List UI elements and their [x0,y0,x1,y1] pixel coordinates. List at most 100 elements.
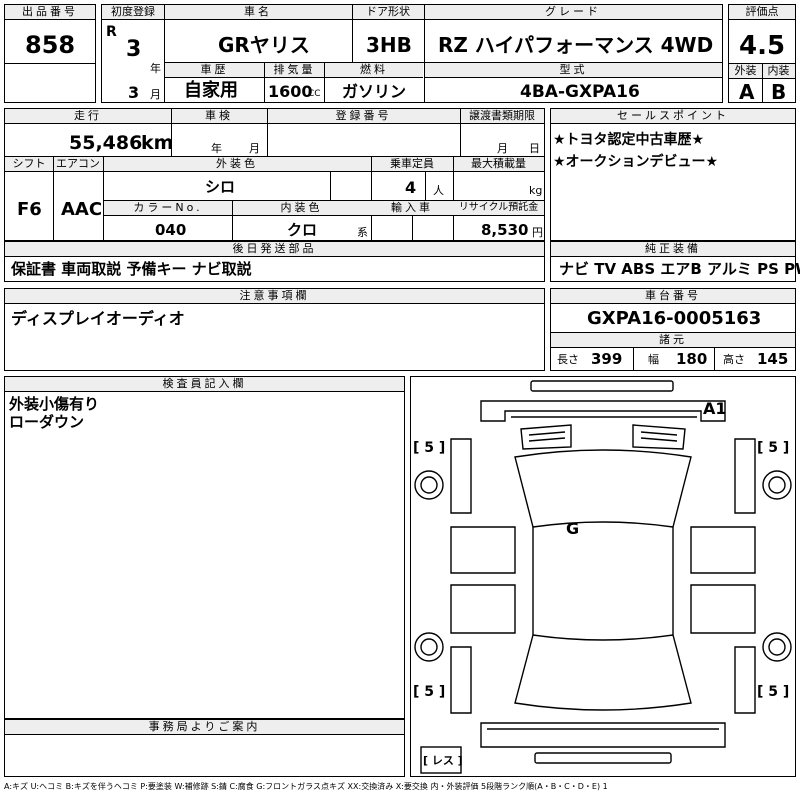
history-header: 車歴 [165,63,264,78]
chassis-header: 車台番号 [551,289,795,304]
inspector-note-2: ローダウン [9,413,85,431]
damage-diagram-box: A1 G [ 5 ] [ 5 ] [ 5 ] [ 5 ] [ レス ] [410,376,796,777]
inspector-note-1: 外装小傷有り [9,395,100,413]
notes-box: 注意事項欄 ディスプレイオーディオ [4,288,545,371]
reg-month: 3 [128,83,140,102]
equipment-box: 純正装備 ナビ TV ABS エアB アルミ PS PW [550,241,800,282]
interior-grade: B [771,80,787,104]
recycle-unit: 円 [532,226,543,239]
load-unit: kg [529,184,543,197]
color-no-header: カラーNo. [104,201,232,216]
color-no: 040 [155,221,187,239]
aircon-header: エアコン [53,157,103,172]
grade: RZ ハイパフォーマンス 4WD [438,33,714,57]
shift-header: シフト [5,157,53,172]
insp-month-unit: 月 [249,142,260,155]
first-reg-header: 初度登録 [102,5,164,20]
model-code-header: 型式 [425,63,722,78]
recycle-header: リサイクル預託金 [453,201,544,216]
mileage-unit: km [141,132,174,154]
int-color: クロ [287,221,318,239]
capacity: 4 [405,178,417,197]
notes-header: 注意事項欄 [5,289,544,304]
ext-color: シロ [205,178,236,196]
score-header: 評価点 [729,5,795,20]
fuel: ガソリン [342,82,407,101]
lot-number-box: 出品番号 858 [4,4,96,103]
deadline-day-unit: 日 [529,142,540,155]
lot-number: 858 [25,31,76,59]
sales-points-header: セールスポイント [551,109,795,124]
chassis-box: 車台番号 GXPA16-0005163 諸元 長さ 399 幅 180 高さ 1… [550,288,796,371]
inspection-header: 車検 [171,109,267,124]
lot-number-header: 出品番号 [5,5,95,20]
displacement-unit: CC [308,89,321,99]
tire-fr-score: [ 5 ] [757,440,790,456]
interior-header: 内装 [762,64,795,79]
history: 自家用 [184,80,238,101]
capacity-unit: 人 [433,184,444,197]
sales-points-box: セールスポイント ★トヨタ認定中古車歴★ ★オークションデビュー★ [550,108,796,241]
score: 4.5 [739,31,786,61]
int-color-unit: 系 [357,226,368,239]
month-unit: 月 [150,88,161,101]
reg-year: 3 [126,37,142,62]
displacement-header: 排気量 [265,63,324,78]
displacement: 1600 [268,82,313,101]
tire-rl-score: [ 5 ] [413,684,446,700]
damage-mark-a1: A1 [703,399,727,418]
car-outline-diagram [414,380,792,774]
deadline-month-unit: 月 [497,142,508,155]
equipment: ナビ TV ABS エアB アルミ PS PW [559,260,800,278]
inspector-box: 検査員記入欄 外装小傷有り ローダウン [4,376,405,719]
door-type-header: ドア形状 [352,5,424,20]
car-name-header: 車名 [164,5,352,20]
height: 145 [757,350,789,368]
later-parts-header: 後日発送部品 [5,242,544,257]
width: 180 [676,350,708,368]
main-spec-box: 初度登録 車名 ドア形状 グレード R 3 年 3 月 GRヤリス 3HB RZ… [101,4,723,103]
int-color-header: 内装色 [232,201,371,216]
height-label: 高さ [723,353,745,366]
spare-tire-label: [ レス ] [423,754,463,767]
chassis-no: GXPA16-0005163 [587,308,762,329]
deadline-header: 譲渡書類期限 [460,109,544,124]
later-parts-box: 後日発送部品 保証書 車両取説 予備キー ナビ取説 [4,241,545,282]
inspector-header: 検査員記入欄 [5,377,404,392]
specs-header: 諸元 [551,333,795,348]
legend: A:キズ U:ヘコミ B:キズを伴うヘコミ P:要塗装 W:補修跡 S:錆 C:… [4,782,608,791]
later-parts: 保証書 車両取説 予備キー ナビ取説 [11,260,252,278]
aircon: AAC [61,199,103,220]
era-label: R [106,24,117,40]
length: 399 [591,350,623,368]
recycle-fee: 8,530 [481,221,529,239]
notes: ディスプレイオーディオ [11,309,185,328]
year-unit: 年 [150,62,161,75]
tire-fl-score: [ 5 ] [413,440,446,456]
office-header: 事務局よりご案内 [5,720,404,735]
exterior-header: 外装 [729,64,762,79]
model-code: 4BA-GXPA16 [520,82,640,102]
sales-point-1: ★トヨタ認定中古車歴★ [553,132,705,148]
reg-no-header: 登録番号 [267,109,460,124]
length-label: 長さ [557,353,579,366]
mileage-header: 走行 [5,109,171,124]
grade-header: グレード [424,5,722,20]
ext-color-header: 外装色 [103,157,371,172]
width-label: 幅 [648,353,659,366]
max-load-header: 最大積載量 [453,157,544,172]
detail-box: 走行 車検 登録番号 譲渡書類期限 55,486 km 年 月 月 日 シフト … [4,108,545,241]
tire-rr-score: [ 5 ] [757,684,790,700]
capacity-header: 乗車定員 [371,157,453,172]
shift: F6 [17,199,42,220]
damage-mark-g: G [566,519,580,538]
score-box: 評価点 4.5 外装 内装 A B [728,4,796,103]
office-box: 事務局よりご案内 [4,719,405,777]
insp-year-unit: 年 [211,142,222,155]
import-header: 輸入車 [371,201,453,216]
mileage: 55,486 [69,132,143,154]
equipment-header: 純正装備 [551,242,795,257]
fuel-header: 燃料 [325,63,423,78]
door-type: 3HB [366,33,412,57]
car-name: GRヤリス [218,33,310,57]
